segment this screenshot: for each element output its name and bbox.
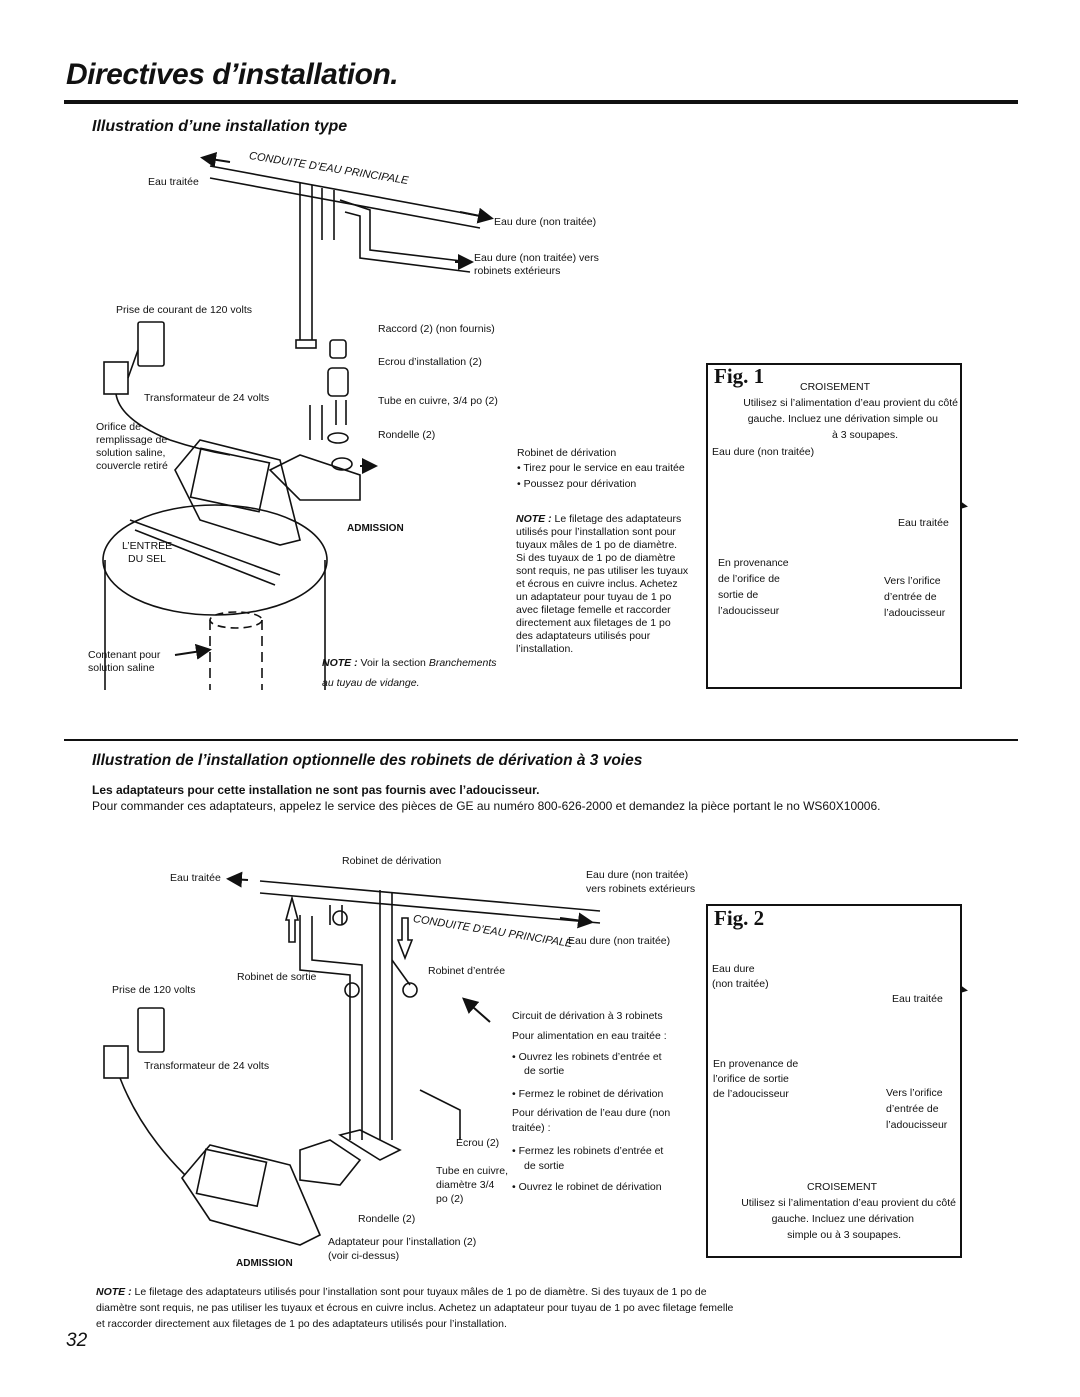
s2-inlet-valve: Robinet d’entrée — [428, 965, 506, 977]
fig1-crossover-title: CROISEMENT — [800, 381, 871, 393]
fig1-from-label: En provenance de l’orifice de sortie de … — [718, 557, 789, 617]
fig2-crossover-line2: gauche. Incluez une dérivation — [771, 1213, 914, 1225]
nut-label: Ecrou d’installation (2) — [378, 356, 482, 368]
section2-heading: Illustration de l’installation optionnel… — [92, 752, 643, 769]
section-divider — [64, 739, 1018, 741]
s2-hard-bypass-1: Pour dérivation de l’eau dure (non — [512, 1107, 671, 1119]
fig1-crossover-line3: à 3 soupapes. — [832, 429, 898, 441]
fig2-treated: Eau traitée — [892, 993, 943, 1005]
s2-copper-label: Tube en cuivre, diamètre 3/4 po (2) — [436, 1165, 508, 1205]
s2-treated: Eau traitée — [170, 872, 221, 884]
outlet-label: Prise de courant de 120 volts — [116, 304, 252, 316]
s2-outlet-valve: Robinet de sortie — [237, 971, 317, 983]
section2-subheading: Les adaptateurs pour cette installation … — [92, 783, 540, 797]
fig1-hard-water: Eau dure (non traitée) — [712, 446, 815, 458]
hard-water-outdoor-label: Eau dure (non traitée) vers robinets ext… — [474, 252, 599, 277]
fig2-crossover-line3: simple ou à 3 soupapes. — [787, 1229, 901, 1241]
bypass-pull-label: • Tirez pour le service en eau traitée — [517, 462, 685, 474]
s2-adapter-label: Adaptateur pour l’installation (2) (voir… — [328, 1236, 477, 1262]
s2-circuit-title: Circuit de dérivation à 3 robinets — [512, 1010, 663, 1022]
bypass-push-label: • Poussez pour dérivation — [517, 478, 637, 490]
washer-label: Rondelle (2) — [378, 429, 436, 441]
salt-entry-label: L’ENTRÉE DU SEL — [122, 540, 173, 565]
orifice-label: Orifice de remplissage de solution salin… — [96, 421, 168, 472]
s2-treated-feed: Pour alimentation en eau traitée : — [512, 1030, 667, 1042]
page-title: Directives d’installation. — [66, 58, 399, 91]
s2-open-valves-2: de sortie — [524, 1065, 565, 1077]
section1-heading: Illustration d’une installation type — [92, 118, 348, 135]
s2-washer: Rondelle (2) — [358, 1213, 416, 1225]
drain-note: NOTE : Voir la section Branchements — [322, 657, 497, 669]
fig1-crossover-line2: gauche. Incluez une dérivation simple ou — [747, 413, 938, 425]
s2-close-bypass: • Fermez le robinet de dérivation — [512, 1088, 664, 1100]
s2-outlet-label: Prise de 120 volts — [112, 984, 196, 996]
s2-bypass-valve: Robinet de dérivation — [342, 855, 442, 867]
treated-water-label: Eau traitée — [148, 176, 199, 188]
s2-hard-water: Eau dure (non traitée) — [568, 935, 671, 947]
section2-paragraph: Pour commander ces adaptateurs, appelez … — [92, 799, 881, 813]
fig2-box — [706, 904, 962, 1258]
fig2-to-label: Vers l’orifice d’entrée de l’adoucisseur — [886, 1087, 948, 1131]
fig2-hard-label: Eau dure (non traitée) — [712, 963, 769, 990]
fig2-from-label: En provenance de l’orifice de sortie de … — [713, 1058, 799, 1100]
s2-close-valves-1: • Fermez les robinets d’entrée et — [512, 1145, 664, 1157]
copper-tube-label: Tube en cuivre, 3/4 po (2) — [378, 395, 498, 407]
fig2-crossover-title: CROISEMENT — [807, 1181, 878, 1193]
s2-inlet: ADMISSION — [236, 1258, 293, 1269]
transformer-label: Transformateur de 24 volts — [144, 392, 270, 404]
fig2-label: Fig. 2 — [714, 906, 765, 930]
fig1-box — [706, 363, 962, 689]
s2-close-valves-2: de sortie — [524, 1160, 565, 1172]
s2-transformer: Transformateur de 24 volts — [144, 1060, 270, 1072]
fig2-crossover-line1: Utilisez si l’alimentation d’eau provien… — [741, 1197, 956, 1209]
fig1-treated: Eau traitée — [898, 517, 949, 529]
s2-open-valves-1: • Ouvrez les robinets d’entrée et — [512, 1051, 662, 1063]
page-number: 32 — [66, 1330, 88, 1351]
thread-note: NOTE : Le filetage des adaptateurs utili… — [516, 513, 689, 655]
s2-nut: Écrou (2) — [456, 1137, 500, 1149]
hard-water-label: Eau dure (non traitée) — [494, 216, 597, 228]
s2-open-bypass: • Ouvrez le robinet de dérivation — [512, 1181, 662, 1193]
bypass-valve-label: Robinet de dérivation — [517, 447, 617, 459]
fig1-label: Fig. 1 — [714, 364, 765, 388]
brine-tank-label: Contenant pour solution saline — [88, 649, 161, 674]
bottom-note: NOTE : Le filetage des adaptateurs utili… — [96, 1286, 734, 1330]
inlet-label: ADMISSION — [347, 523, 404, 534]
fig1-crossover-line1: Utilisez si l’alimentation d’eau provien… — [743, 397, 958, 409]
s2-hard-outdoor: Eau dure (non traitée) vers robinets ext… — [586, 869, 696, 895]
title-rule — [64, 100, 1018, 104]
drain-note-end: au tuyau de vidange. — [322, 677, 420, 689]
s2-hard-bypass-2: traitée) : — [512, 1122, 551, 1134]
fig1-to-label: Vers l’orifice d’entrée de l’adoucisseur — [884, 575, 946, 619]
fittings-label: Raccord (2) (non fournis) — [378, 323, 495, 335]
